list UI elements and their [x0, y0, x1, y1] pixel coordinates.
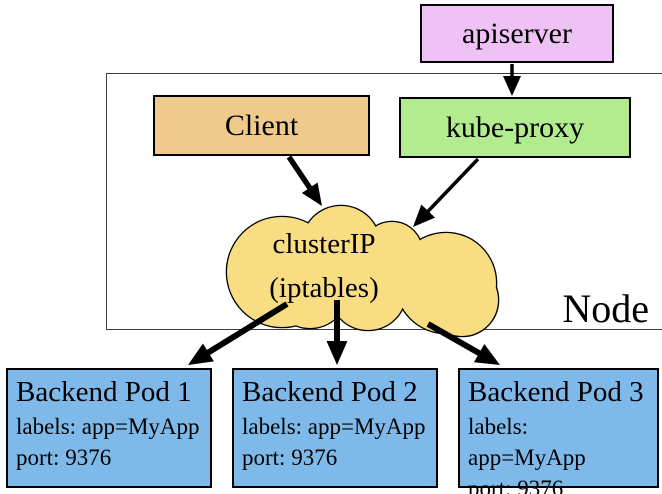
- backend-pod-2-title: Backend Pod 2: [242, 376, 418, 408]
- backend-pod-3-box: Backend Pod 3 labels: app=MyApp port: 93…: [458, 368, 659, 494]
- arrowhead-icon: [188, 343, 214, 365]
- node-boundary: Node: [106, 73, 662, 330]
- arrowhead-icon: [301, 182, 322, 206]
- arrowhead-icon: [503, 76, 521, 96]
- edge-clusterip-to-backend-pod-1: [188, 301, 289, 365]
- backend-pod-1-title: Backend Pod 1: [16, 376, 192, 408]
- kube-proxy-label: kube-proxy: [445, 110, 585, 144]
- backend-pod-1-port: port: 9376: [16, 445, 112, 470]
- edge-clusterip-to-backend-pod-3: [426, 321, 500, 365]
- arrowhead-icon: [473, 343, 500, 365]
- backend-pod-2-labels: labels: app=MyApp: [242, 414, 426, 439]
- backend-pod-2-port: port: 9376: [242, 445, 338, 470]
- cluster-ip-cloud-fill: [227, 206, 498, 336]
- backend-pod-1-box: Backend Pod 1 labels: app=MyApp port: 93…: [6, 368, 212, 488]
- apiserver-label: apiserver: [462, 16, 572, 50]
- backend-pod-3-labels: labels: app=MyApp: [468, 414, 586, 470]
- backend-pod-1-labels: labels: app=MyApp: [16, 414, 200, 439]
- node-label: Node: [562, 286, 649, 331]
- arrowhead-icon: [413, 204, 436, 227]
- apiserver-box: apiserver: [420, 4, 614, 63]
- edge-apiserver-to-kube-proxy: [503, 64, 521, 96]
- kube-proxy-box: kube-proxy: [399, 97, 631, 158]
- client-label: Client: [224, 108, 299, 142]
- edge-kube-proxy-to-clusterip: [413, 157, 480, 227]
- backend-pod-3-title: Backend Pod 3: [468, 376, 644, 408]
- arrowhead-icon: [326, 341, 348, 365]
- edge-client-to-clusterip: [286, 155, 322, 206]
- backend-pod-3-port: port: 9376: [468, 476, 564, 494]
- backend-pod-2-box: Backend Pod 2 labels: app=MyApp port: 93…: [232, 368, 438, 488]
- client-box: Client: [153, 95, 370, 156]
- edge-clusterip-to-backend-pod-2: [326, 300, 348, 365]
